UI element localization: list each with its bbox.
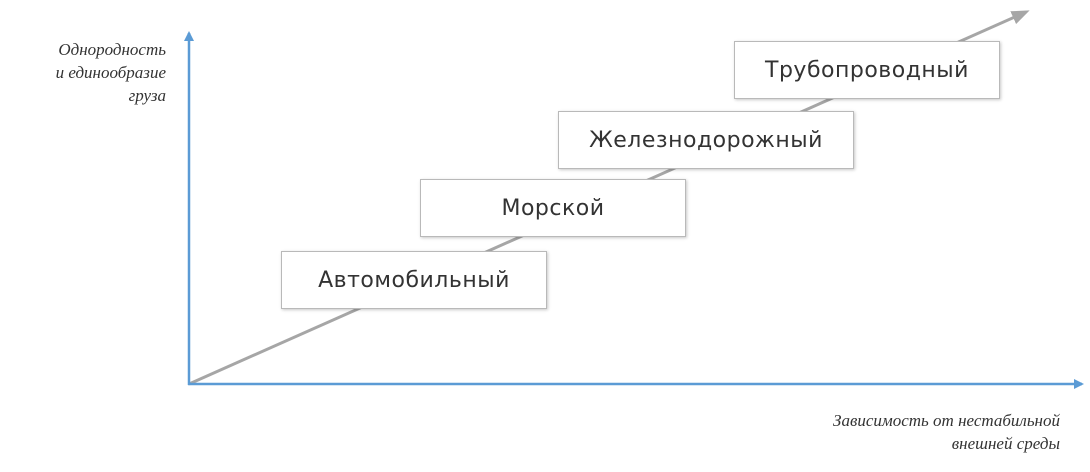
y-axis-label-line-2: и единообразие — [55, 63, 166, 82]
y-axis-label: Однородность и единообразие груза — [10, 38, 166, 107]
x-axis-label: Зависимость от нестабильной внешней сред… — [700, 409, 1060, 455]
y-axis-label-line-1: Однородность — [58, 40, 166, 59]
stage-box-pipeline: Трубопроводный — [734, 41, 1000, 99]
stage-box-sea: Морской — [420, 179, 686, 237]
x-axis-label-line-2: внешней среды — [951, 434, 1060, 453]
stage-box-automobile: Автомобильный — [281, 251, 547, 309]
y-axis-label-line-3: груза — [128, 86, 166, 105]
x-axis-label-line-1: Зависимость от нестабильной — [833, 411, 1060, 430]
stage-box-railway: Железнодорожный — [558, 111, 854, 169]
